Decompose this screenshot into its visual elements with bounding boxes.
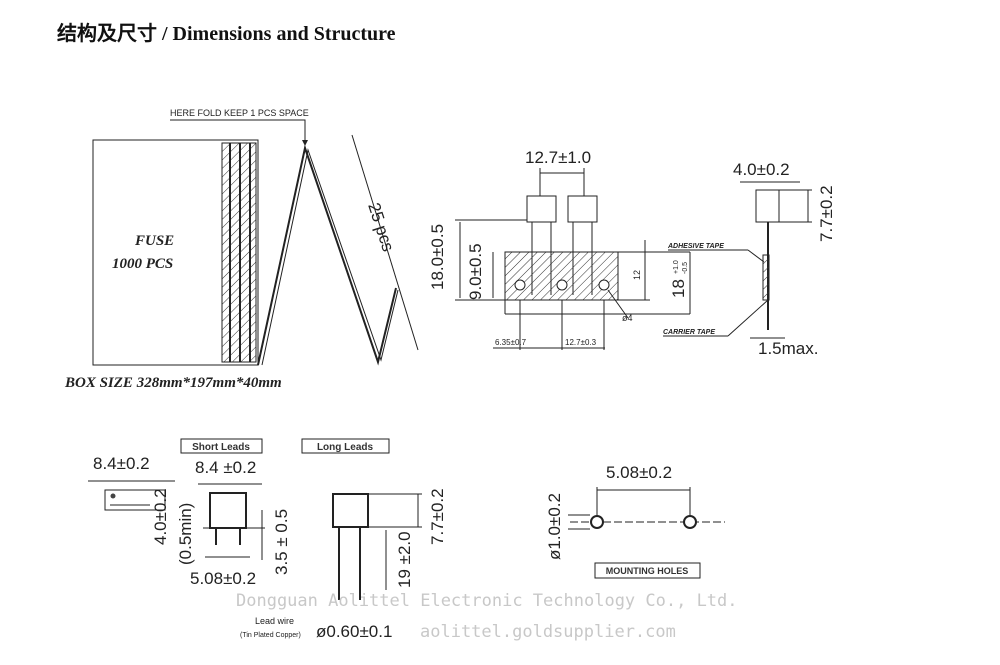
watermark-url: aolittel.goldsupplier.com [420, 622, 676, 642]
hole-diameter: ø4 [622, 313, 633, 323]
box-outline [92, 139, 259, 366]
pitch-bottom: 12.7±0.3 [565, 338, 597, 347]
pcs-count: 25 pcs [364, 200, 398, 254]
carrier-tape-label: CARRIER TAPE [663, 329, 715, 336]
long-height: 7.7±0.2 [428, 488, 447, 545]
tape-width-18: 18 [669, 279, 688, 298]
tape-width-12: 12 [632, 270, 642, 280]
pitch-top: 12.7±1.0 [525, 148, 591, 167]
side-max: 1.5max. [758, 339, 818, 358]
adhesive-tape-label: ADHESIVE TAPE [667, 243, 724, 250]
carrier-tape [504, 251, 619, 301]
top-depth: 4.0±0.2 [151, 488, 170, 545]
folded-tape [257, 144, 397, 366]
side-view-body [755, 189, 780, 223]
mounting-hole-diameter: ø1.0±0.2 [545, 493, 564, 560]
height-hole: 9.0±0.5 [466, 243, 485, 300]
top-view: 8.4±0.2 4.0±0.2 [88, 454, 175, 545]
short-body [209, 492, 247, 529]
mounting-label: MOUNTING HOLES [606, 566, 689, 576]
short-min: (0.5min) [176, 503, 195, 565]
box-label-fuse: FUSE [134, 233, 174, 249]
height-total: 18.0±0.5 [428, 224, 447, 290]
side-height: 7.7±0.2 [817, 185, 836, 242]
fold-note: HERE FOLD KEEP 1 PCS SPACE [170, 108, 309, 118]
top-view-body [104, 489, 166, 511]
mounting-holes-view: 5.08±0.2 ø1.0±0.2 MOUNTING HOLES [545, 463, 725, 579]
lead-wire-label: Lead wire [255, 616, 294, 626]
long-leads-view: Long Leads 7.7±0.2 19 ±2.0 Lead wire (Ti… [240, 438, 447, 641]
long-lead-length: 19 ±2.0 [395, 531, 414, 588]
lead-diameter: ø0.60±0.1 [316, 622, 392, 641]
long-leads-label: Long Leads [317, 442, 374, 453]
short-leads-label: Short Leads [192, 442, 250, 453]
short-leads-view: Short Leads 8.4 ±0.2 (0.5min) 3.5 ± 0.5 … [176, 438, 291, 588]
watermark-company: Dongguan Aolittel Electronic Technology … [236, 591, 738, 611]
box-size: BOX SIZE 328mm*197mm*40mm [64, 375, 282, 391]
long-leads-label-box [301, 438, 390, 454]
count-dimension-line [351, 134, 419, 351]
mounting-pitch: 5.08±0.2 [606, 463, 672, 482]
fuse-body [567, 195, 598, 223]
fuse-body [526, 195, 557, 223]
box-label-count: 1000 PCS [112, 256, 173, 272]
offset-dimension: 6.35±0.7 [495, 338, 527, 347]
mounting-hole [590, 515, 604, 529]
tape-18-tol-down: -0.5 [682, 262, 689, 274]
short-pitch: 5.08±0.2 [190, 569, 256, 588]
mounting-label-box [594, 562, 701, 579]
long-body [332, 493, 369, 528]
lead-material: (Tin Plated Copper) [240, 632, 301, 639]
short-leads-label-box [180, 438, 263, 454]
box-diagram: FUSE 1000 PCS BOX SIZE 328mm*197mm*40mm … [64, 108, 419, 391]
tape-18-tol-up: +1.0 [673, 260, 680, 274]
short-lead-length: 3.5 ± 0.5 [272, 509, 291, 575]
tape-diagram: 12.7±1.0 18.0±0.5 9.0±0.5 12 18 +1.0 -0.… [428, 148, 836, 358]
fuse-stack [221, 142, 257, 363]
mounting-hole [683, 515, 697, 529]
side-width: 4.0±0.2 [733, 160, 790, 179]
top-width: 8.4±0.2 [93, 454, 150, 473]
short-width: 8.4 ±0.2 [195, 458, 256, 477]
page-title: 结构及尺寸 / Dimensions and Structure [57, 23, 396, 45]
